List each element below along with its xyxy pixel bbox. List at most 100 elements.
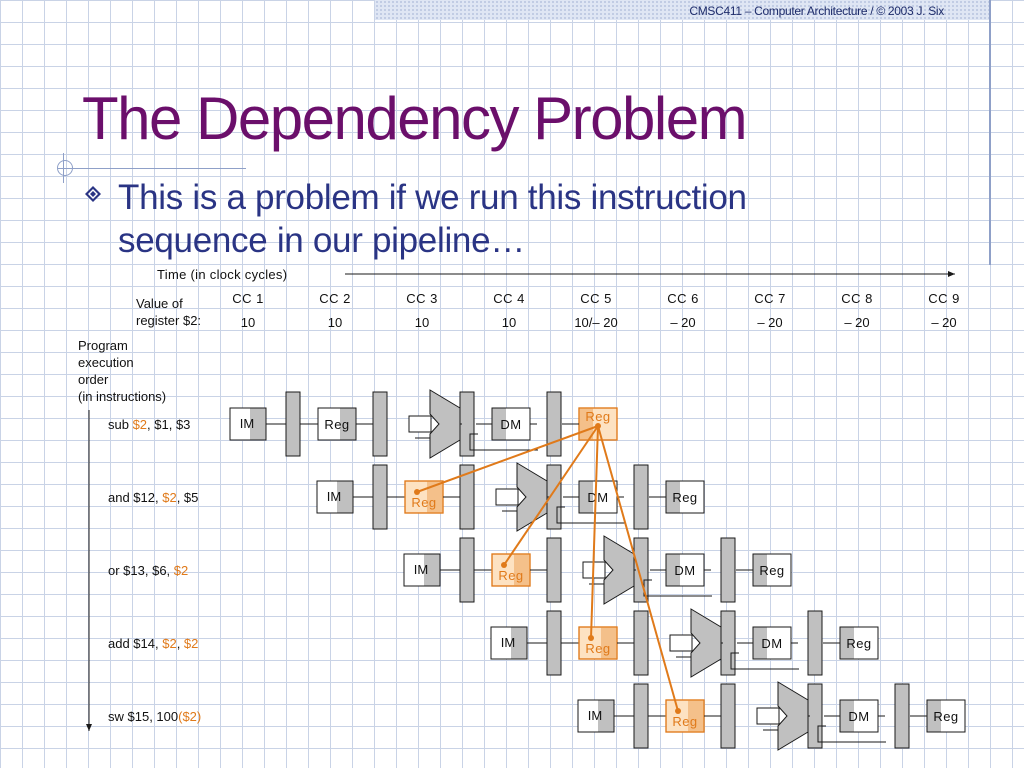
dependency-line: [597, 425, 679, 712]
diamond-bullet-icon: [85, 186, 101, 202]
pipeline-register: [372, 464, 388, 530]
pipeline-register: [633, 537, 649, 603]
dm-label: DM: [674, 563, 695, 578]
pipeline-register: [546, 610, 562, 676]
pipeline-register: [807, 683, 823, 749]
pipeline-register: [633, 683, 649, 749]
order-label-line: order: [78, 372, 109, 387]
order-label-line: execution: [78, 355, 134, 370]
alu-stage: [777, 681, 809, 751]
reg-read-label: Reg: [498, 568, 523, 583]
register-value: 10/– 20: [574, 315, 617, 330]
reg-write-label: Reg: [846, 636, 871, 651]
time-axis-label: Time (in clock cycles): [157, 267, 287, 282]
dependency-dot: [501, 562, 507, 568]
pipeline-register: [459, 537, 475, 603]
cycle-label: CC 7: [754, 291, 786, 306]
instruction-label: or $13, $6, $2: [108, 563, 188, 578]
cycle-label: CC 3: [406, 291, 438, 306]
alu-stage: [429, 389, 461, 459]
instruction-label: sub $2, $1, $3: [108, 417, 190, 432]
pipeline-register: [807, 610, 823, 676]
value-label-line2: register $2:: [136, 313, 201, 328]
cycle-label: CC 2: [319, 291, 351, 306]
cycle-label: CC 6: [667, 291, 699, 306]
reg-write-label: Reg: [759, 563, 784, 578]
dependency-lines: [414, 423, 681, 714]
dm-label: DM: [587, 490, 608, 505]
header-strip: CMSC411 – Computer Architecture / © 2003…: [375, 0, 990, 20]
reg-read-label: Reg: [585, 641, 610, 656]
pipeline-register: [372, 391, 388, 457]
register-value: 10: [241, 315, 255, 330]
im-label: IM: [240, 416, 254, 431]
im-label: IM: [588, 708, 602, 723]
register-value: 10: [328, 315, 342, 330]
decorative-circle: [57, 160, 73, 176]
im-label: IM: [501, 635, 515, 650]
pipeline-register: [720, 610, 736, 676]
instruction-label: add $14, $2, $2: [108, 636, 198, 651]
pipeline-row: IM Reg DM Reg: [490, 608, 879, 678]
dependency-dot: [414, 489, 420, 495]
register-value: – 20: [757, 315, 782, 330]
cycle-label: CC 5: [580, 291, 612, 306]
decorative-horizontal-line: [58, 168, 246, 169]
dependency-line: [503, 425, 599, 566]
register-value: 10: [502, 315, 516, 330]
order-label: Program execution order (in instructions…: [78, 338, 166, 404]
dm-label: DM: [500, 417, 521, 432]
bullet-text: This is a problem if we run this instruc…: [118, 178, 747, 260]
reg-write-label: Reg: [933, 709, 958, 724]
dm-label: DM: [761, 636, 782, 651]
register-value-row: 10 10 10 10 10/– 20 – 20 – 20 – 20 – 20: [241, 315, 957, 330]
register-value: – 20: [931, 315, 956, 330]
pipeline-row: IM Reg DM Reg: [577, 681, 966, 751]
alu-stage: [603, 535, 635, 605]
register-value: – 20: [844, 315, 869, 330]
pipeline-register: [633, 610, 649, 676]
instruction-label: sw $15, 100($2): [108, 709, 201, 724]
pipeline-register: [546, 391, 562, 457]
pipeline-register: [720, 537, 736, 603]
cycle-label: CC 8: [841, 291, 873, 306]
register-value: 10: [415, 315, 429, 330]
clock-cycle-row: CC 1 CC 2 CC 3 CC 4 CC 5 CC 6 CC 7 CC 8 CC 9: [232, 291, 960, 306]
slide-title: The Dependency Problem: [82, 85, 748, 152]
reg-write-label: Reg: [585, 409, 610, 424]
dm-label: DM: [848, 709, 869, 724]
instruction-label: and $12, $2, $5: [108, 490, 198, 505]
register-value: – 20: [670, 315, 695, 330]
alu-stage: [516, 462, 548, 532]
pipeline-register: [546, 537, 562, 603]
pipeline-register: [459, 391, 475, 457]
instruction-labels: sub $2, $1, $3 and $12, $2, $5 or $13, $6,…: [108, 417, 201, 724]
reg-write-label: Reg: [672, 490, 697, 505]
reg-read-label: Reg: [411, 495, 436, 510]
value-label-line1: Value of: [136, 296, 183, 311]
cycle-label: CC 1: [232, 291, 264, 306]
reg-read-label: Reg: [324, 417, 349, 432]
order-label-line: Program: [78, 338, 128, 353]
pipeline-register: [720, 683, 736, 749]
cycle-label: CC 4: [493, 291, 525, 306]
dependency-dot: [675, 708, 681, 714]
dependency-line: [416, 425, 599, 493]
pipeline-register: [633, 464, 649, 530]
dependency-line: [590, 425, 599, 639]
pipeline-register: [894, 683, 910, 749]
alu-stage: [690, 608, 722, 678]
pipeline-register: [285, 391, 301, 457]
order-label-line: (in instructions): [78, 389, 166, 404]
cycle-label: CC 9: [928, 291, 960, 306]
course-header: CMSC411 – Computer Architecture / © 2003…: [689, 4, 944, 18]
im-label: IM: [327, 489, 341, 504]
decorative-vertical-line: [989, 0, 991, 265]
dependency-source-dot: [595, 423, 601, 429]
dependency-dot: [588, 635, 594, 641]
pipeline-row: IM Reg DM Reg: [316, 462, 705, 532]
reg-read-label: Reg: [672, 714, 697, 729]
